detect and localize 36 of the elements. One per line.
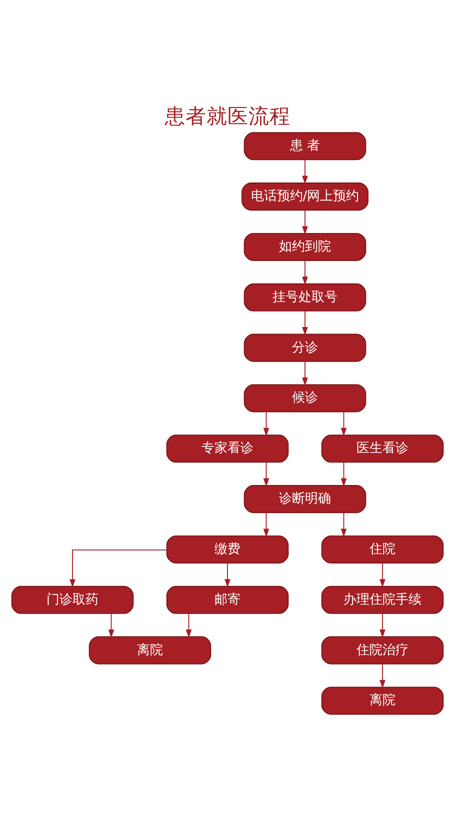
node-box: 住院治疗 (321, 636, 444, 664)
arrow (302, 158, 308, 184)
arrow (108, 612, 114, 638)
node-box: 离院 (321, 686, 444, 714)
arrow (70, 548, 168, 588)
arrow (263, 411, 270, 436)
node-box: 挂号处取号 (244, 282, 366, 311)
arrow (224, 562, 230, 588)
node-box: 患 者 (244, 132, 366, 160)
arrow (380, 663, 386, 688)
node-box: 门诊取药 (11, 585, 134, 614)
node-box: 住院 (321, 534, 444, 563)
arrow (340, 512, 347, 537)
arrow (380, 562, 386, 588)
node-box: 缴费 (166, 534, 289, 563)
node-box: 专家看诊 (166, 434, 289, 462)
node-box: 离院 (88, 636, 212, 664)
node-box: 办理住院手续 (321, 585, 444, 614)
arrow (380, 612, 386, 638)
arrow (302, 260, 308, 285)
node-box: 医生看诊 (321, 434, 444, 462)
arrow (340, 461, 347, 486)
arrow (302, 310, 308, 335)
arrow (302, 360, 308, 386)
node-box: 如约到院 (244, 232, 366, 260)
arrow (340, 411, 347, 436)
node-box: 邮寄 (166, 585, 289, 614)
node-box: 诊断明确 (244, 484, 366, 513)
diagram-title: 患者就医流程 (164, 103, 290, 128)
arrow (302, 209, 308, 234)
arrow (263, 461, 270, 486)
arrow (263, 512, 270, 537)
arrow (186, 612, 192, 638)
node-box: 电话预约/网上预约 (242, 182, 368, 210)
node-box: 分诊 (244, 333, 366, 362)
node-box: 候诊 (244, 384, 366, 412)
